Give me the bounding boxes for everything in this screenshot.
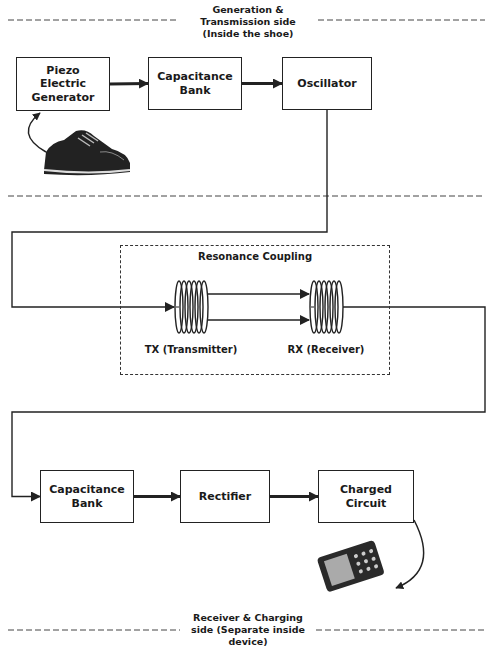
connector-line [134,495,180,498]
process-box: Charged Circuit [318,470,414,523]
box-text: Rectifier [199,490,252,503]
curved-arrow [396,520,424,588]
coil-symbol: TX (Transmitter) [141,276,241,356]
box-text: Capacitance Bank [154,70,236,96]
region-box: Resonance Coupling TX (Transmitter) RX (Re… [120,245,390,375]
region-divider [8,20,176,21]
coil-drawing [141,276,241,338]
phone-illustration [317,540,385,593]
coil-label: RX (Receiver) [286,344,367,355]
connector-line [12,307,485,497]
process-box: Piezo Electric Generator [16,57,110,111]
connector-line [270,495,318,498]
connector-line [12,110,327,307]
region-divider [8,630,180,631]
connector-arrow [12,307,485,497]
region-divider [8,196,485,197]
process-box: Oscillator [282,57,372,110]
process-box: Rectifier [180,470,270,523]
box-text: Oscillator [297,77,356,90]
process-box: Capacitance Bank [40,470,134,523]
coil-symbol: RX (Receiver) [271,276,381,356]
region-divider [318,20,485,21]
connector-line [208,293,309,294]
box-text: Capacitance Bank [46,483,128,509]
side-heading: Receiver & Charging side (Separate insid… [182,612,314,648]
box-text: Piezo Electric Generator [22,64,104,104]
coil-label: TX (Transmitter) [143,344,240,355]
box-text: Charged Circuit [324,483,408,509]
shoe-illustration [44,130,130,175]
connector-arrow [110,83,148,85]
connector-line [208,319,309,320]
connector-line [242,82,282,85]
region-divider [316,630,485,631]
connector-line [110,82,148,86]
region-heading: Resonance Coupling [121,251,389,262]
connector-arrow [208,294,309,320]
coil-drawing [271,276,381,338]
process-box: Capacitance Bank [148,57,242,110]
connector-arrow [12,110,327,307]
connector-arrow [270,496,318,497]
side-heading: Generation & Transmission side (Inside t… [180,4,316,40]
curved-arrow [28,113,46,152]
connector-arrow [242,83,282,84]
connector-arrow [134,496,180,497]
